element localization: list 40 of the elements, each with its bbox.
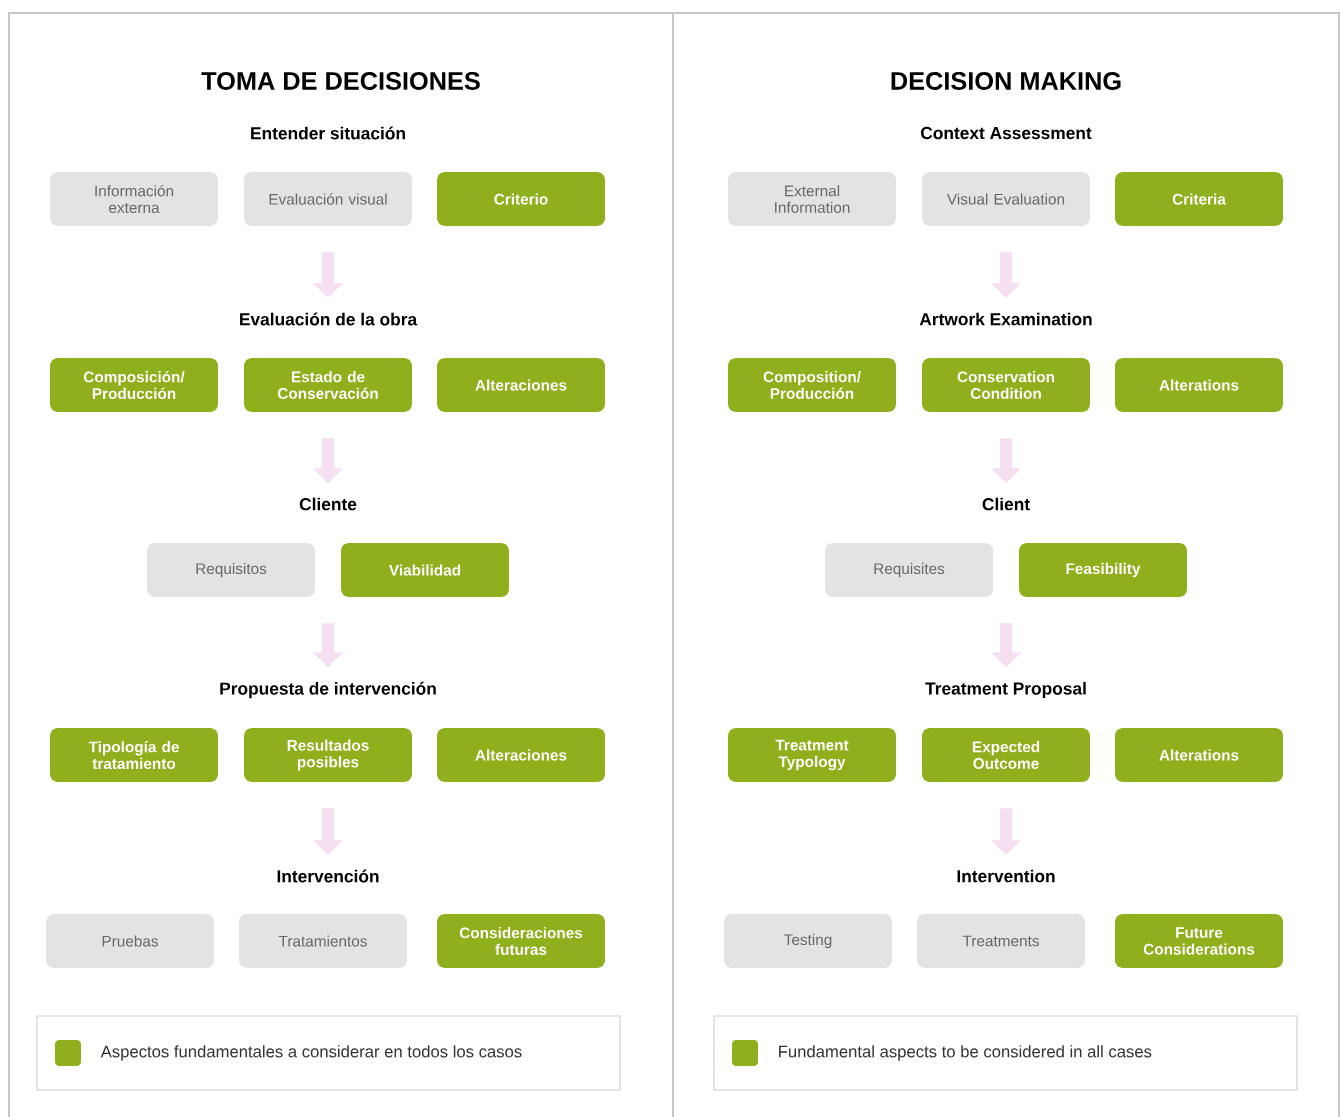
section-heading: Cliente [299, 497, 357, 511]
process-box: Testing [724, 914, 892, 968]
process-box: Treatments [917, 914, 1085, 968]
process-box: Pruebas [46, 914, 214, 968]
highlighted-box: Criteria [1115, 172, 1283, 226]
highlighted-box: Alterations [1115, 358, 1283, 412]
highlighted-box: Consideraciones futuras [437, 914, 605, 968]
highlighted-box: Expected Outcome [922, 728, 1090, 782]
highlighted-box: Alterations [1115, 728, 1283, 782]
highlighted-box: Treatment Typology [728, 728, 896, 782]
legend-box: Aspectos fundamentales a considerar en todos los casos [36, 1015, 621, 1091]
section-heading: Intervención [277, 869, 379, 883]
highlighted-box: Criterio [437, 172, 605, 226]
section-heading: Propuesta de intervención [220, 681, 436, 699]
highlighted-box: Resultados posibles [244, 728, 412, 782]
process-box: External Information [728, 172, 896, 226]
legend-box: Fundamental aspects to be considered in all cases [713, 1015, 1298, 1091]
section-heading: Client [982, 497, 1030, 511]
highlighted-box: Future Considerations [1115, 914, 1283, 968]
section-heading: Entender situación [251, 126, 405, 140]
highlighted-box: Composición/ Producción [50, 358, 218, 412]
process-box: Requisites [825, 543, 993, 597]
process-box: Evaluación visual [244, 172, 412, 226]
highlighted-box: Alteraciones [437, 728, 605, 782]
process-box: Tratamientos [239, 914, 407, 968]
process-box: Visual Evaluation [922, 172, 1090, 226]
highlighted-box: Feasibility [1019, 543, 1187, 597]
highlighted-box: Composition/ Producción [728, 358, 896, 412]
highlighted-box: Conservation Condition [922, 358, 1090, 412]
highlighted-box: Estado de Conservación [244, 358, 412, 412]
highlighted-box: Alteraciones [437, 358, 605, 412]
section-heading: Context Assessment [921, 126, 1092, 140]
process-box: Requisitos [147, 543, 315, 597]
section-heading: Intervention [957, 869, 1055, 883]
section-heading: Artwork Examination [919, 312, 1092, 326]
highlighted-box: Tipología de tratamiento [50, 728, 218, 782]
section-heading: Treatment Proposal [925, 681, 1086, 699]
section-heading: Evaluación de la obra [240, 312, 418, 326]
process-box: Información externa [50, 172, 218, 226]
highlighted-box: Viabilidad [341, 543, 509, 597]
